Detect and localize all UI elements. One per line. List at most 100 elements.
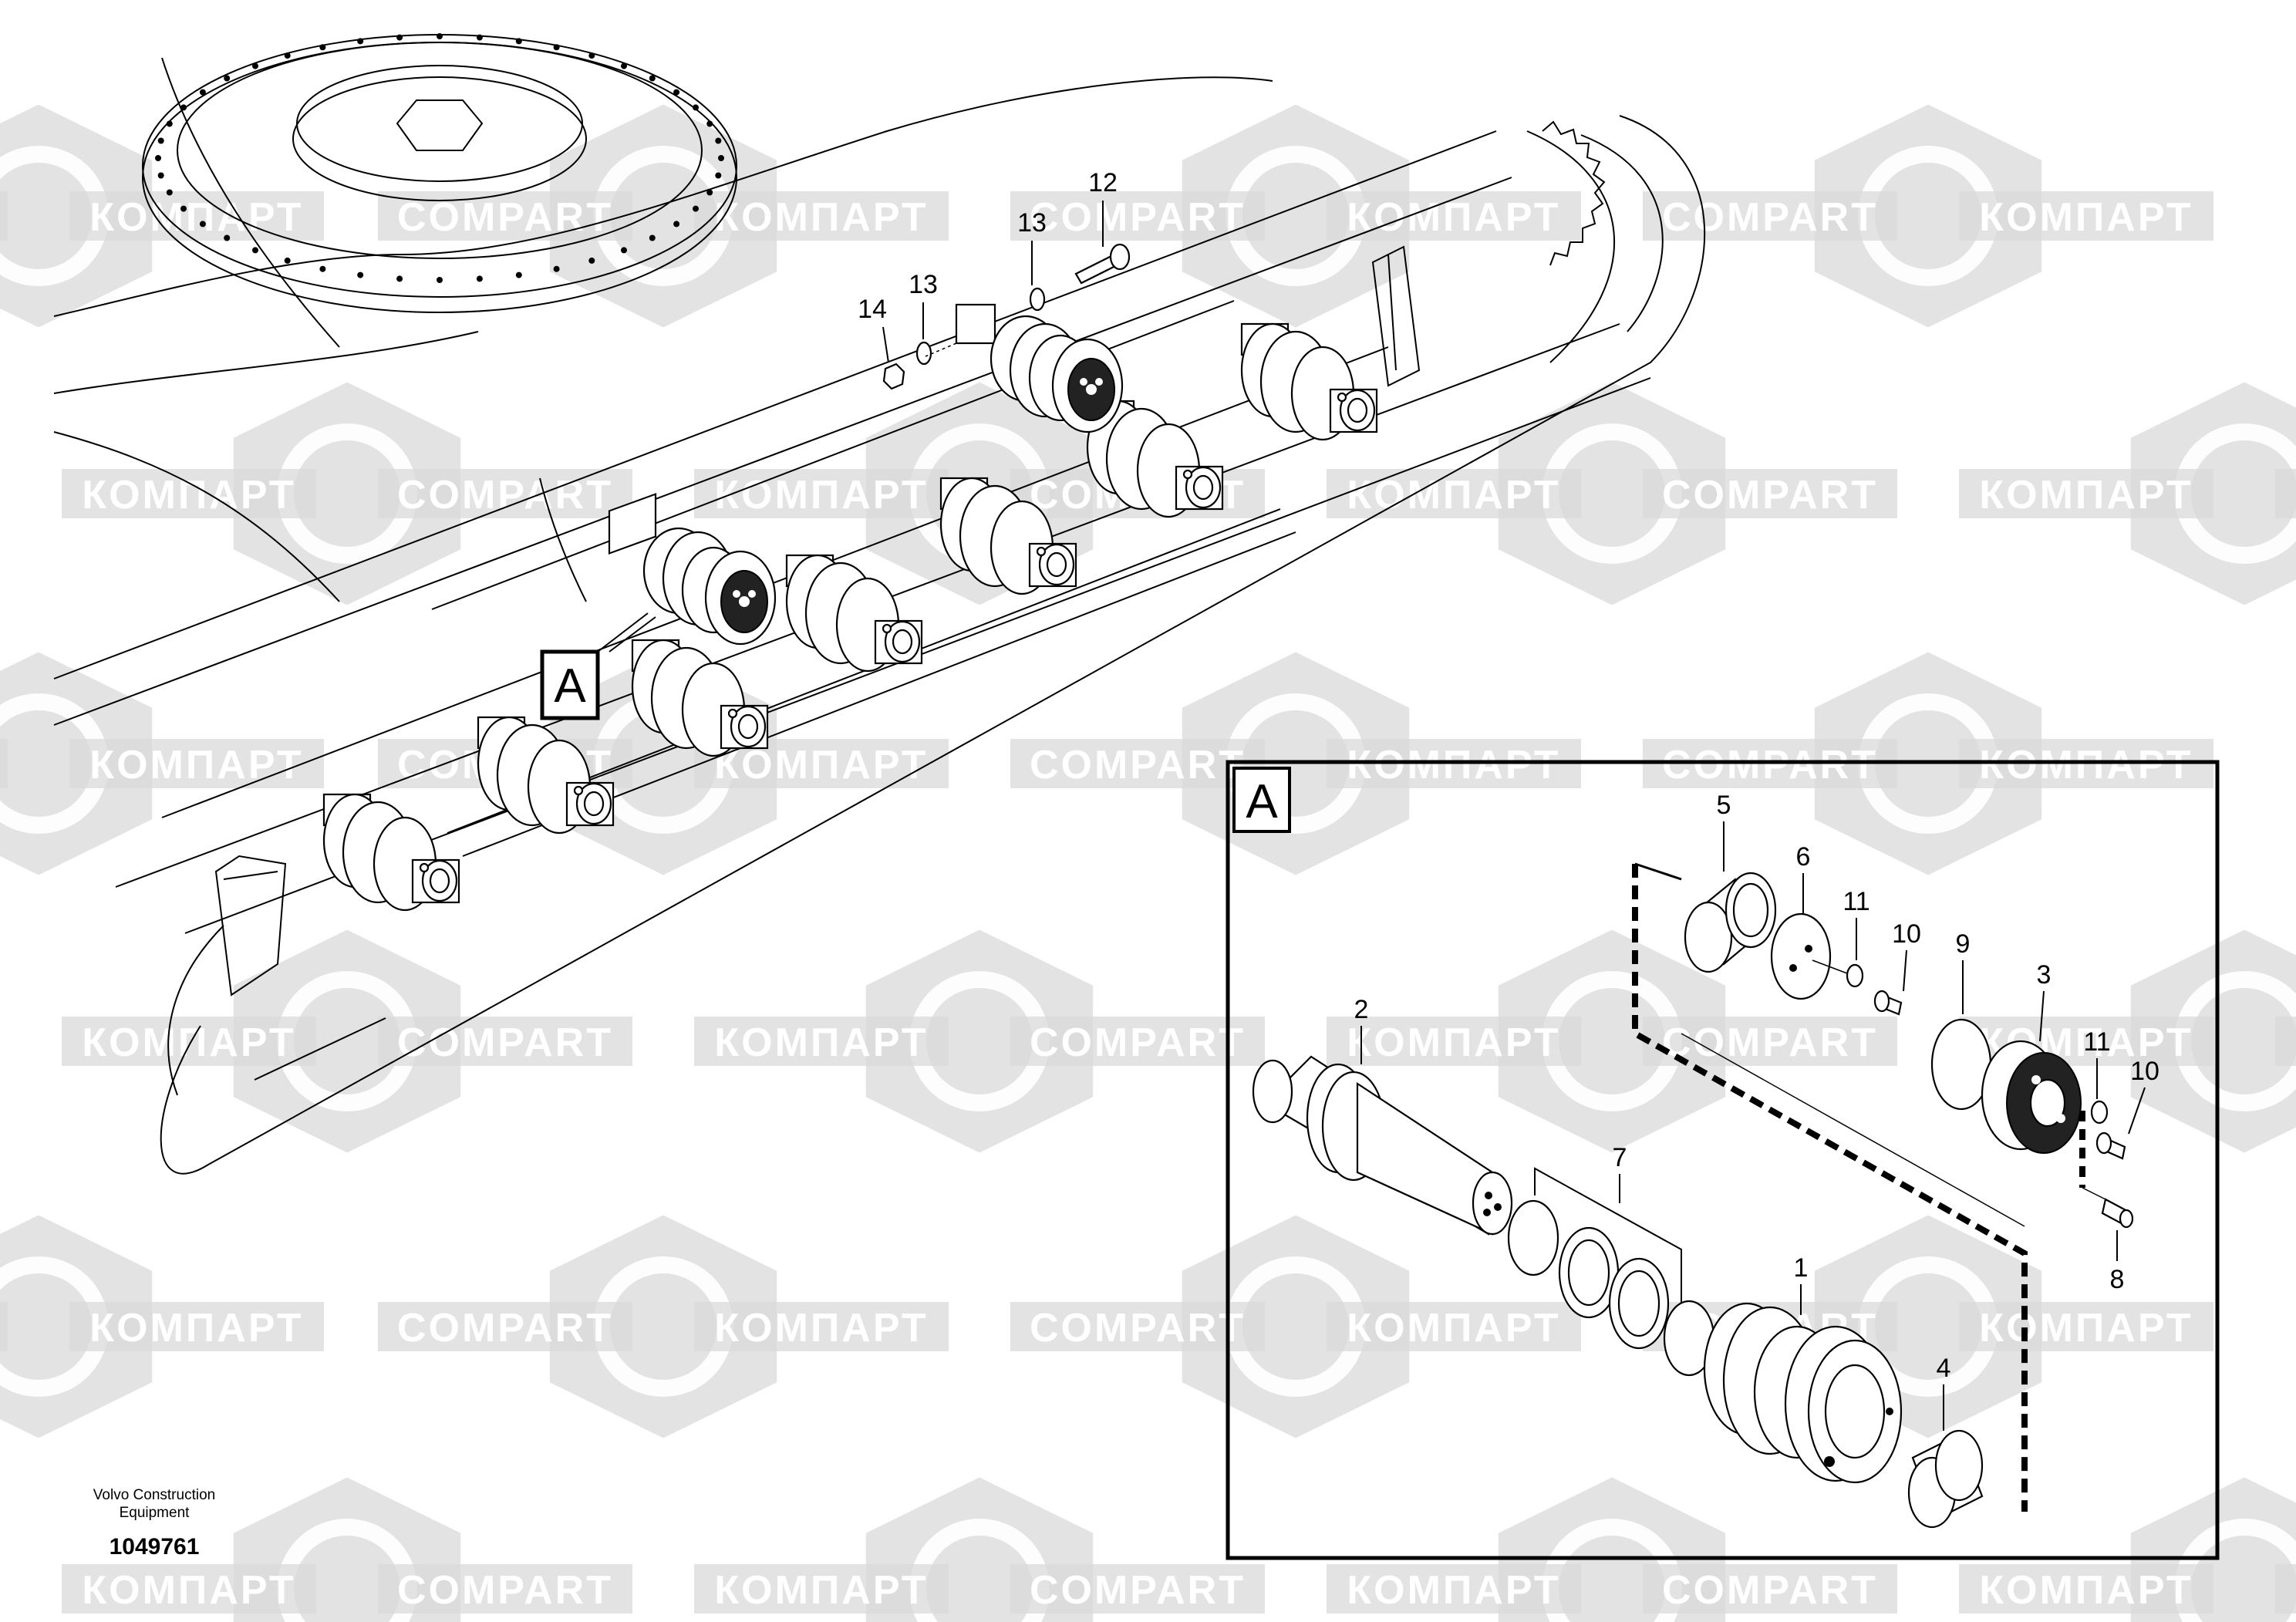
watermark-text-right: КОМПАРТ bbox=[1347, 1306, 1560, 1351]
ring-bolt-hole bbox=[693, 205, 699, 212]
ring-bolt-hole bbox=[157, 172, 164, 179]
callout-13-lower: 13 bbox=[909, 270, 938, 299]
watermark-text-left: КОМПАРТ bbox=[82, 473, 295, 518]
watermark-text-left: КОМПАРТ bbox=[714, 1568, 928, 1613]
detail-marker-a: A bbox=[540, 612, 656, 720]
watermark-text-right: КОМПАРТ bbox=[714, 195, 928, 240]
watermark-text-left: COMPART bbox=[397, 1306, 613, 1351]
ring-bolt-hole bbox=[252, 62, 258, 69]
watermark-layer: COMPART КОМПАРТ COMPART КОМПАРТ COMPART КОМПА… bbox=[0, 104, 2296, 1622]
watermark-text-right: КОМПАРТ bbox=[1979, 743, 2193, 787]
watermark-text-left: КОМПАРТ bbox=[714, 1020, 928, 1065]
watermark-tile: COMPART КОМПАРТ bbox=[378, 1215, 949, 1438]
ring-bolt-hole bbox=[180, 205, 187, 212]
watermark-text-right: КОМПАРТ bbox=[1347, 195, 1560, 240]
part-8-plug bbox=[2101, 1198, 2134, 1229]
ring-bolt-hole bbox=[693, 104, 699, 111]
callout-7: 7 bbox=[1613, 1143, 1627, 1172]
watermark-text-right: COMPART bbox=[2294, 473, 2296, 518]
watermark-text-left: COMPART bbox=[1030, 743, 1246, 787]
part-3-collar bbox=[1981, 1040, 2082, 1154]
ring-bolt-hole bbox=[588, 52, 595, 59]
detail-frame bbox=[1226, 760, 2220, 1560]
ring-bolt-hole bbox=[476, 275, 483, 282]
carrier-roller-b bbox=[955, 303, 1124, 433]
publisher-line-2: Equipment bbox=[120, 1505, 190, 1521]
watermark-text-left: COMPART bbox=[1030, 195, 1246, 240]
ring-bolt-hole bbox=[157, 137, 164, 144]
watermark-text-left: COMPART bbox=[1030, 1306, 1246, 1351]
part-2-shaft bbox=[1252, 1055, 1513, 1236]
watermark-text-left: КОМПАРТ bbox=[1347, 1020, 1560, 1065]
callout-9: 9 bbox=[1956, 929, 1971, 959]
main-callouts: 12 13 13 14 A bbox=[540, 168, 1118, 720]
watermark-text-left: КОМПАРТ bbox=[1347, 1568, 1560, 1613]
watermark-text-right: COMPART bbox=[1030, 1568, 1246, 1613]
ring-bolt-hole bbox=[718, 155, 724, 161]
ring-bolt-hole bbox=[180, 104, 187, 111]
watermark-text-right: КОМПАРТ bbox=[1347, 743, 1560, 787]
watermark-text-right: COMPART bbox=[1662, 1568, 1878, 1613]
watermark-text-right: КОМПАРТ bbox=[1979, 195, 2193, 240]
track-roller bbox=[631, 639, 769, 757]
ring-bolt-hole bbox=[649, 75, 656, 82]
part-6-cover bbox=[1770, 912, 1848, 1000]
ring-bolt-hole bbox=[166, 189, 173, 196]
ring-bolt-hole bbox=[553, 44, 560, 51]
callout-2: 2 bbox=[1354, 995, 1369, 1024]
detail-callouts: 1 2 3 4 5 6 7 8 9 10 10 11 11 bbox=[1354, 791, 2159, 1431]
watermark-text-right: КОМПАРТ bbox=[89, 743, 303, 787]
watermark-text-right: COMPART bbox=[2294, 1568, 2296, 1613]
ring-bolt-hole bbox=[199, 221, 206, 228]
ring-bolt-hole bbox=[706, 120, 713, 127]
ring-bolt-hole bbox=[224, 75, 231, 82]
ring-bolt-hole bbox=[715, 172, 722, 179]
watermark-text-right: КОМПАРТ bbox=[714, 1306, 928, 1351]
callout-5: 5 bbox=[1717, 791, 1731, 820]
ring-bolt-hole bbox=[357, 271, 364, 278]
watermark-text-left: COMPART bbox=[397, 195, 613, 240]
publisher-block: Volvo Construction Equipment 1049761 bbox=[93, 1487, 215, 1560]
callout-11-bottom: 11 bbox=[2083, 1027, 2110, 1057]
ring-bolt-hole bbox=[649, 234, 656, 241]
watermark-text-right: КОМПАРТ bbox=[1979, 1306, 2193, 1351]
ring-bolt-hole bbox=[319, 265, 326, 272]
callout-8: 8 bbox=[2110, 1265, 2125, 1294]
ring-bolt-hole bbox=[673, 221, 680, 228]
callout-10-top: 10 bbox=[1892, 919, 1921, 949]
callout-13-upper: 13 bbox=[1017, 208, 1047, 238]
part-4-bushing bbox=[1907, 1429, 1984, 1529]
part-7-seal-set bbox=[1507, 1167, 1715, 1377]
callout-6: 6 bbox=[1796, 842, 1811, 872]
washer-13-lower bbox=[915, 341, 932, 366]
watermark-text-left: COMPART bbox=[1662, 743, 1878, 787]
ring-bolt-hole bbox=[155, 155, 161, 161]
carrier-roller-a bbox=[608, 493, 777, 646]
ring-bolt-hole bbox=[319, 44, 326, 51]
watermark-tile: COMPART КОМПАРТ bbox=[1643, 104, 2213, 328]
watermark-text-right: COMPART bbox=[397, 1568, 613, 1613]
watermark-tile: КОМПАРТ COMPART bbox=[1327, 1477, 1897, 1622]
ring-bolt-hole bbox=[252, 247, 258, 254]
callout-11-top: 11 bbox=[1843, 887, 1870, 916]
part-5-bushing bbox=[1684, 872, 1777, 973]
watermark-text-left: COMPART bbox=[1662, 195, 1878, 240]
slew-ring-bolts bbox=[155, 33, 724, 283]
track-roller bbox=[1240, 322, 1378, 441]
watermark-text-right: COMPART bbox=[1662, 1020, 1878, 1065]
part-10-bolt-top bbox=[1873, 990, 1903, 1016]
detail-marker-a-label: A bbox=[554, 659, 586, 713]
ring-bolt-hole bbox=[515, 38, 522, 45]
track-roller bbox=[785, 554, 923, 673]
ring-bolt-hole bbox=[621, 62, 627, 69]
ring-bolt-hole bbox=[588, 257, 595, 264]
watermark-text-right: COMPART bbox=[2294, 1020, 2296, 1065]
track-rollers bbox=[322, 322, 1378, 912]
ring-bolt-hole bbox=[515, 271, 522, 278]
